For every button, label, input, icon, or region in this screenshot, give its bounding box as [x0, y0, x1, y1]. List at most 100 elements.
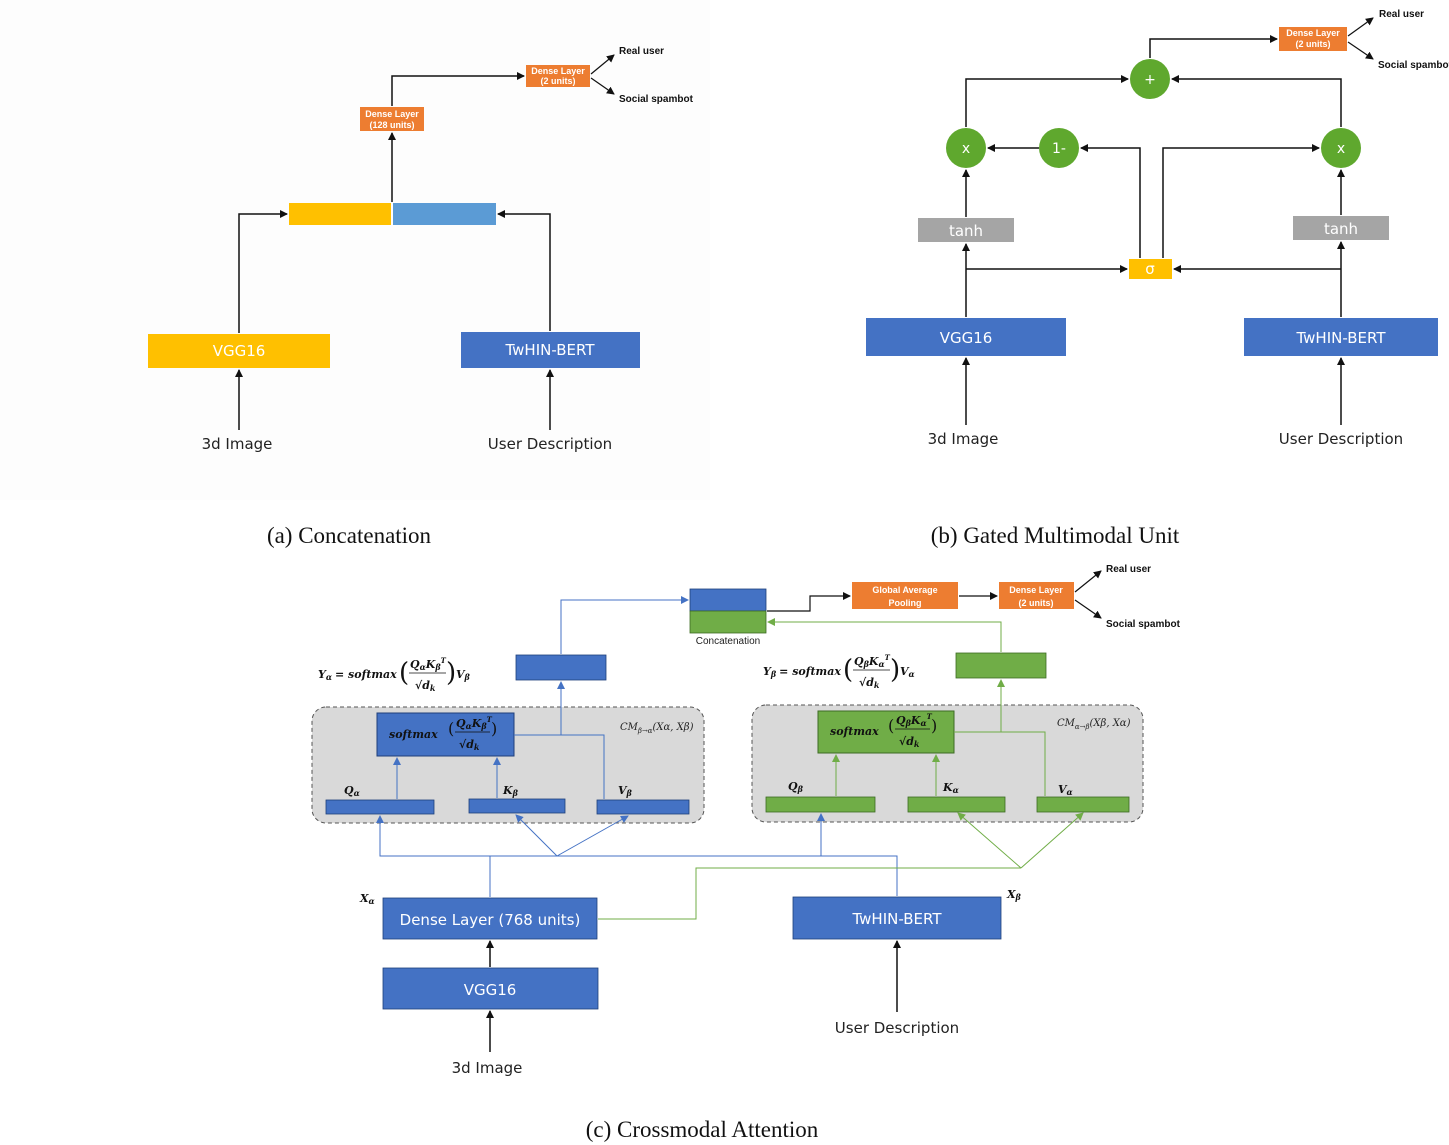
c-v-beta-label: Vβ: [618, 784, 633, 798]
c-cm-right-label: CMα→β(Xβ, Xα): [1057, 718, 1131, 731]
c-k-alpha-label: Kα: [942, 781, 959, 795]
c-y-alpha-den: √dk: [415, 679, 436, 693]
c-softmax-right-paren-open: (: [888, 716, 894, 735]
c-y-beta-num: QβKαT: [854, 653, 891, 669]
c-arrow-concat-gap: [767, 592, 851, 612]
c-twhin-bert-box: [792, 896, 1002, 940]
a-twhin-bert-box: [461, 332, 640, 368]
b-input-image: 3d Image: [928, 430, 999, 448]
c-dense768-box: [382, 897, 598, 940]
c-route-xbeta-hub: [557, 855, 898, 896]
b-twhin-bert-label: TwHIN-BERT: [1295, 329, 1386, 347]
a-caption: (a) Concatenation: [267, 523, 432, 548]
c-concat-green-part: [689, 610, 767, 634]
a-concat-text-part: [393, 203, 496, 225]
c-gap-line2: Pooling: [889, 598, 922, 608]
c-dense2-box: [999, 582, 1074, 609]
c-q-alpha-bar: [325, 799, 435, 815]
c-route-xalpha-k-alpha: [957, 812, 1022, 869]
c-y-beta-lhs: Yβ= softmax: [763, 665, 841, 679]
c-v-alpha-bar: [1036, 796, 1130, 813]
c-twhin-bert-label: TwHIN-BERT: [851, 910, 942, 928]
c-softmax-left-paren-open: (: [448, 719, 454, 738]
b-arrow-sigma-mult-right: [1162, 144, 1320, 258]
c-q-alpha-label: Qα: [344, 784, 360, 798]
a-twhin-bert-label: TwHIN-BERT: [504, 341, 595, 359]
b-mult-right-label: x: [1337, 141, 1345, 157]
b-arrow-plus-dense2: [1149, 35, 1278, 58]
b-vgg16-label: VGG16: [940, 329, 993, 347]
c-output-spam: Social spambot: [1106, 619, 1181, 630]
c-dense2-line2: (2 units): [1019, 598, 1054, 608]
b-sigma-label: σ: [1145, 260, 1155, 278]
c-concat-blue-part: [689, 588, 767, 612]
c-softmax-right-box: [817, 710, 955, 754]
c-line-v-softmax-right: [954, 731, 1046, 796]
b-twhin-bert-box: [1244, 318, 1438, 356]
panel-a-background: [0, 0, 710, 500]
b-dense2-line1: Dense Layer: [1286, 28, 1340, 38]
c-q-beta-label: Qβ: [788, 780, 804, 794]
c-softmax-left-box: [376, 712, 515, 757]
c-arrow-real: [1074, 570, 1102, 593]
c-softmax-right-label: softmax: [830, 725, 879, 738]
a-input-description: User Description: [488, 435, 612, 453]
a-arrow-bert-concat: [497, 210, 551, 331]
c-y-beta-paren-open: (: [843, 655, 853, 685]
b-mult-left-label: x: [962, 141, 970, 157]
a-dense2-line1: Dense Layer: [531, 66, 585, 76]
b-tanh-left-box: [918, 218, 1014, 242]
a-concat-image-part: [289, 203, 391, 225]
c-x-beta-label: Xβ: [1006, 888, 1022, 902]
b-output-spam: Social spambot: [1378, 60, 1449, 71]
b-input-description: User Description: [1279, 430, 1403, 448]
b-plus-label: +: [1144, 72, 1156, 88]
c-dense2-line1: Dense Layer: [1009, 585, 1063, 595]
a-arrow-real: [590, 54, 615, 75]
panel-c: CMβ→α(Xα, Xβ) CMα→β(Xβ, Xα) softmax ( Qα…: [311, 564, 1181, 1142]
c-softmax-left-paren-close: ): [491, 719, 497, 738]
a-arrow-dense128-dense2: [391, 72, 525, 106]
b-one-minus-label: 1-: [1052, 141, 1066, 157]
c-y-alpha-num: QαKβT: [410, 656, 447, 672]
c-y-beta-paren-close: ): [890, 655, 900, 685]
c-input-image: 3d Image: [452, 1059, 523, 1077]
a-vgg16-box: [148, 334, 330, 368]
c-x-alpha-label: Xα: [359, 892, 375, 906]
b-arrow-real: [1347, 17, 1374, 37]
c-softmax-left-den: √dk: [459, 738, 480, 752]
c-softmax-left-num: QαKβT: [456, 715, 493, 731]
c-y-alpha-paren-close: ): [446, 658, 456, 688]
b-tanh-right-label: tanh: [1324, 220, 1358, 238]
b-mult-right-node: [1321, 128, 1361, 168]
c-dense768-label: Dense Layer (768 units): [400, 911, 581, 929]
c-softmax-left-label: softmax: [389, 728, 438, 741]
c-y-beta-equation: Yβ= softmax ( QβKαT √dk ) Vα: [763, 653, 915, 690]
a-vgg16-label: VGG16: [213, 342, 266, 360]
a-dense2-box: [526, 65, 590, 87]
b-dense2-line2: (2 units): [1296, 39, 1331, 49]
c-softmax-right-num: QβKαT: [896, 712, 933, 728]
c-v-alpha-label: Vα: [1058, 783, 1073, 797]
b-arrow-spam: [1347, 41, 1374, 60]
c-route-xalpha-q-alpha: [376, 815, 491, 897]
a-dense128-line1: Dense Layer: [365, 109, 419, 119]
c-y-beta-box: [955, 652, 1047, 679]
b-caption: (b) Gated Multimodal Unit: [931, 523, 1180, 548]
b-arrow-sigma-one-minus: [1080, 144, 1141, 258]
b-output-real: Real user: [1379, 9, 1424, 20]
c-route-xalpha-green-hub: [598, 867, 1021, 920]
c-y-alpha-paren-open: (: [399, 658, 409, 688]
a-input-image: 3d Image: [202, 435, 273, 453]
c-route-xbeta-k-beta: [515, 814, 558, 857]
a-output-real: Real user: [619, 46, 664, 57]
b-mult-left-node: [946, 128, 986, 168]
c-y-alpha-equation: Yα= softmax ( QαKβT √dk ) Vβ: [318, 656, 471, 693]
c-cm-left-label: CMβ→α(Xα, Xβ): [620, 722, 694, 735]
c-arrow-spam: [1074, 599, 1102, 619]
c-softmax-right-paren-close: ): [931, 716, 937, 735]
c-k-beta-label: Kβ: [502, 784, 519, 798]
c-line-v-softmax-left: [514, 734, 605, 799]
b-one-minus-node: [1039, 128, 1079, 168]
